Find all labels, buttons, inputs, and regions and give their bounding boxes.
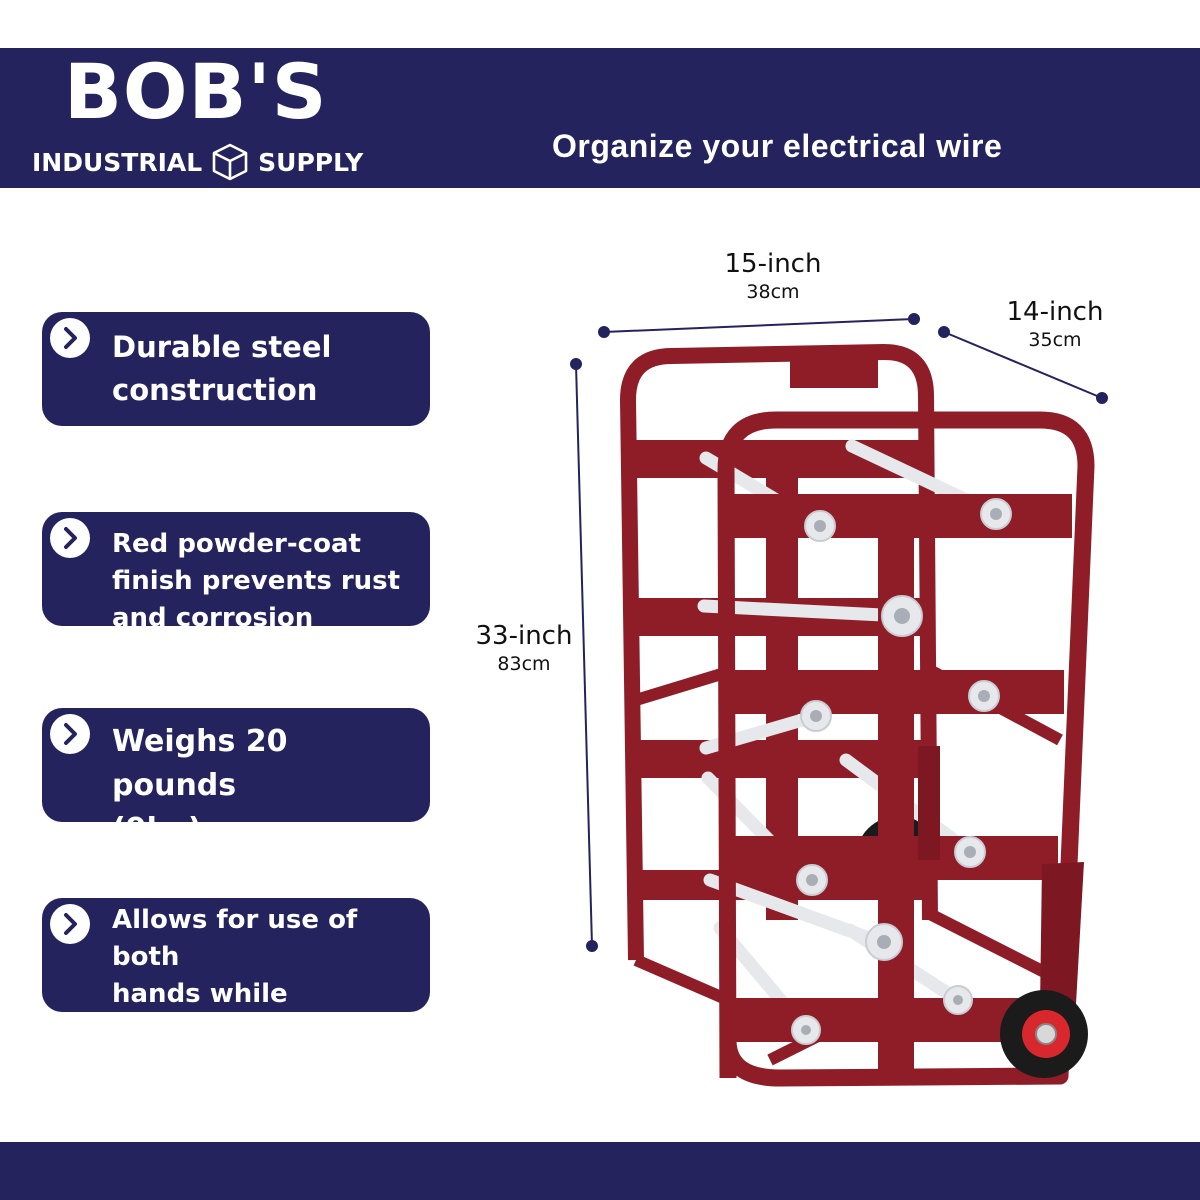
depth-label: 14-inch 35cm	[1006, 297, 1104, 351]
width-line-end	[598, 326, 610, 338]
feature-text: Allows for use of both hands while unrol…	[112, 905, 358, 1083]
footer-band	[0, 1142, 1200, 1200]
brand-subtitle: INDUSTRIAL SUPPLY	[32, 142, 363, 182]
depth-line	[943, 331, 1103, 399]
tagline: Organize your electrical wire	[552, 128, 1003, 164]
brand-right-word: SUPPLY	[258, 147, 364, 177]
feature-weight: Weighs 20 pounds (9kg)	[42, 708, 430, 847]
depth-line-end	[1096, 392, 1108, 404]
wire-cart-image	[620, 344, 1095, 1087]
box-icon	[212, 143, 248, 181]
height-line-end	[570, 358, 582, 370]
feature-text: Red powder-coat finish prevents rust and…	[112, 529, 401, 633]
feature-text: Durable steel construction	[112, 330, 332, 407]
chevron-right-icon	[50, 714, 90, 754]
height-line-end	[586, 940, 598, 952]
rod-end-caps	[791, 498, 1012, 1045]
height-line	[575, 363, 593, 947]
chevron-right-icon	[50, 318, 90, 358]
depth-line-end	[938, 326, 950, 338]
feature-durable: Durable steel construction	[42, 312, 430, 426]
feature-hands-free: Allows for use of both hands while unrol…	[42, 898, 430, 1083]
width-label: 15-inch 38cm	[724, 249, 822, 303]
chevron-right-icon	[50, 518, 90, 558]
chevron-right-icon	[50, 904, 90, 944]
brand-left-word: INDUSTRIAL	[32, 147, 203, 177]
header-band	[0, 48, 1200, 188]
width-line-end	[908, 313, 920, 325]
front-frame	[717, 411, 1095, 1087]
feature-text: Weighs 20 pounds (9kg)	[112, 724, 288, 847]
back-frame	[620, 344, 938, 961]
brand-name: BOB'S	[64, 47, 328, 136]
height-label: 33-inch 83cm	[475, 621, 573, 675]
width-line	[603, 318, 915, 333]
front-wheel	[1000, 990, 1088, 1078]
feature-finish: Red powder-coat finish prevents rust and…	[42, 512, 430, 633]
